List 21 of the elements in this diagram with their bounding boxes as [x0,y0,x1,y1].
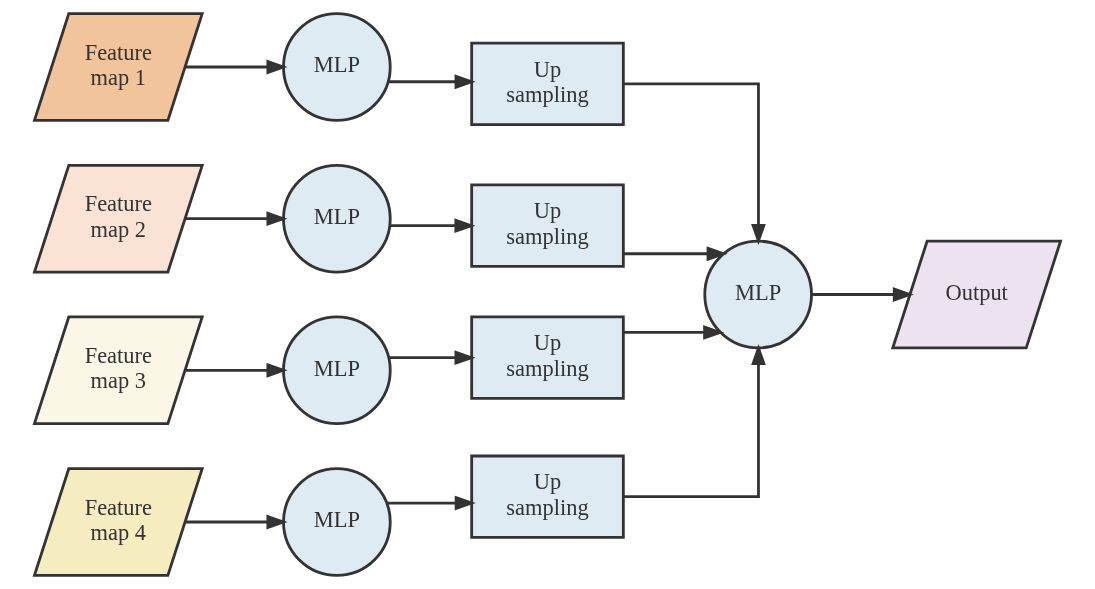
arrow [623,343,766,499]
arrow [811,287,914,302]
arrow [386,495,476,511]
arrow [185,362,288,378]
arrow [185,211,288,227]
node-circle: MLP [282,163,392,274]
node-box: Up sampling [470,183,625,268]
arrow [390,218,476,234]
arrow [185,514,288,530]
node-box: Up sampling [470,454,625,539]
arrow [623,325,725,340]
arrow [185,59,288,75]
arrow [623,82,766,246]
arrow [388,74,476,90]
node-circle: MLP [282,467,392,577]
node-box: Up sampling [470,315,625,400]
node-circle: MLP [282,315,392,426]
node-circle: MLP [282,12,392,122]
arrow [623,246,728,262]
arrow [388,350,476,366]
node-box: Up sampling [470,41,625,126]
